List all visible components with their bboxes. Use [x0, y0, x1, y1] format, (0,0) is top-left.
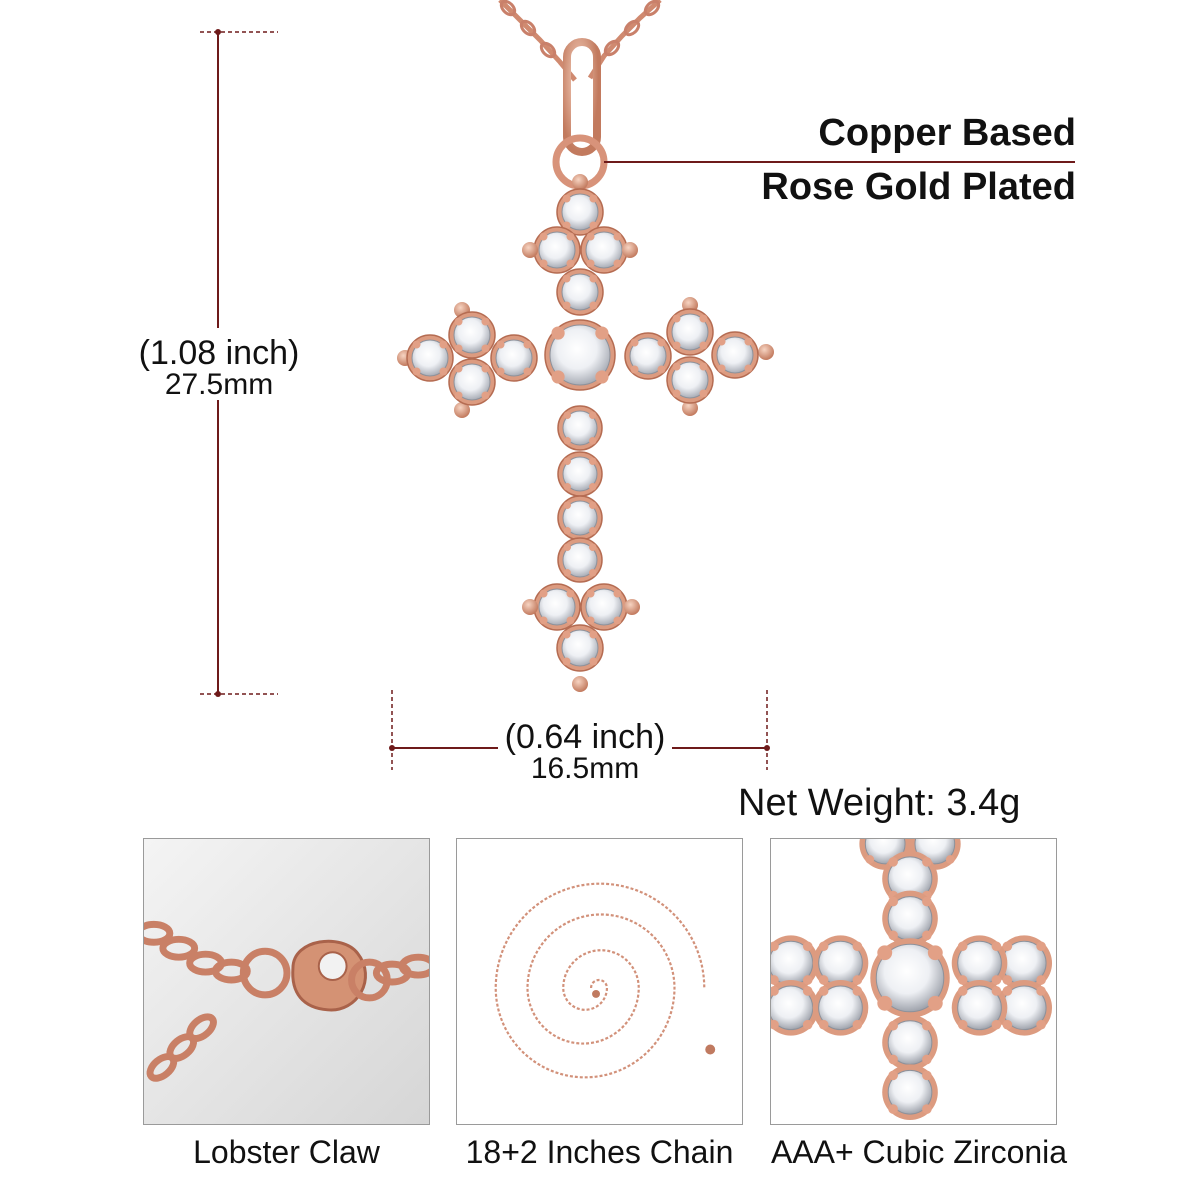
- width-dimension-label: (0.64 inch) 16.5mm: [494, 720, 676, 784]
- material-base-label: Copper Based: [818, 112, 1076, 154]
- cross-pendant: [397, 174, 774, 692]
- pendant-bail: [563, 38, 601, 156]
- lobster-claw-thumbnail: [143, 838, 430, 1125]
- main-product-canvas: [200, 0, 1075, 770]
- height-dimension-marker: [200, 29, 278, 697]
- height-dimension-label: (1.08 inch) 27.5mm: [128, 336, 310, 400]
- cubic-zirconia-caption: AAA+ Cubic Zirconia: [770, 1134, 1068, 1170]
- lobster-claw-caption: Lobster Claw: [193, 1134, 380, 1170]
- cubic-zirconia-thumbnail: [770, 838, 1057, 1125]
- chain-caption: 18+2 Inches Chain: [465, 1134, 734, 1170]
- material-plating-label: Rose Gold Plated: [761, 166, 1076, 208]
- height-mm-value: 27.5mm: [164, 368, 274, 401]
- net-weight-label: Net Weight: 3.4g: [738, 782, 1021, 824]
- width-dimension-marker: [389, 690, 770, 770]
- width-inch-value: (0.64 inch): [504, 718, 666, 756]
- width-mm-value: 16.5mm: [530, 752, 640, 785]
- height-inch-value: (1.08 inch): [138, 334, 300, 372]
- chain-links: [499, 0, 661, 59]
- chain-thumbnail: [456, 838, 743, 1125]
